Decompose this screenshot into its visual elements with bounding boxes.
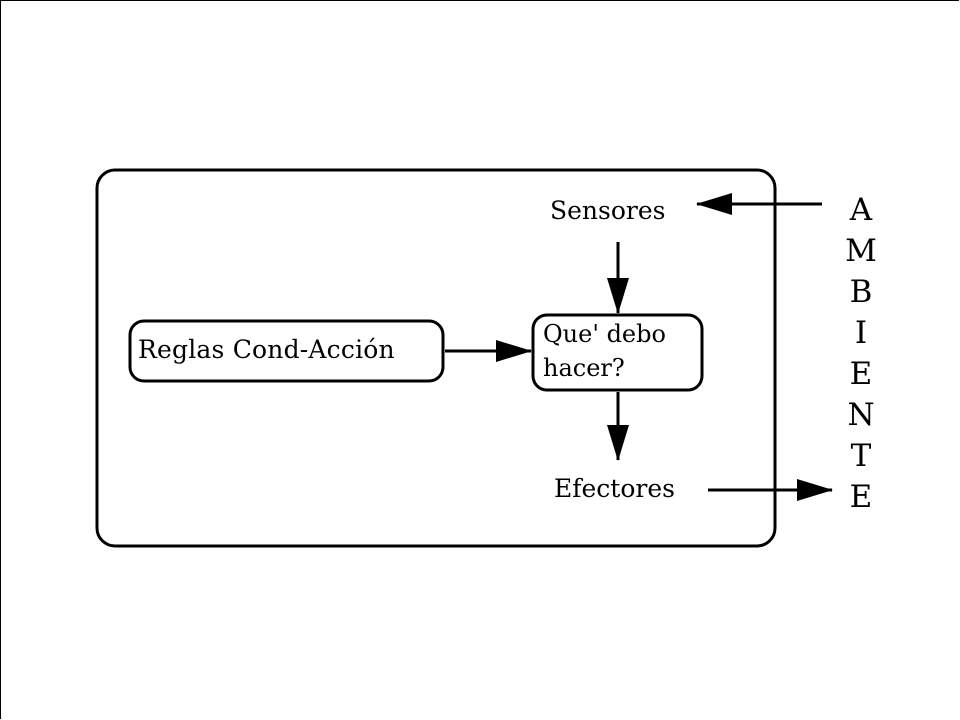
decision-box (531, 313, 704, 392)
agent-box (95, 168, 777, 548)
decision-label-line2: hacer? (543, 354, 625, 382)
environment-letter: M (845, 233, 877, 269)
environment-letter: T (850, 438, 872, 474)
environment-letter: B (849, 274, 873, 310)
environment-letter: N (847, 397, 875, 433)
environment-letter: E (849, 479, 873, 515)
environment-letter: E (849, 356, 873, 392)
effectors-label: Efectores (554, 474, 675, 503)
rules-label: Reglas Cond-Acción (138, 335, 395, 364)
sensors-label: Sensores (550, 196, 666, 225)
decision-label-line1: Que' debo (543, 320, 666, 348)
rules-box (128, 319, 445, 383)
environment-letter: A (849, 192, 873, 228)
environment-letter: I (854, 315, 868, 351)
environment-label: A M B I E N T E (845, 190, 877, 518)
